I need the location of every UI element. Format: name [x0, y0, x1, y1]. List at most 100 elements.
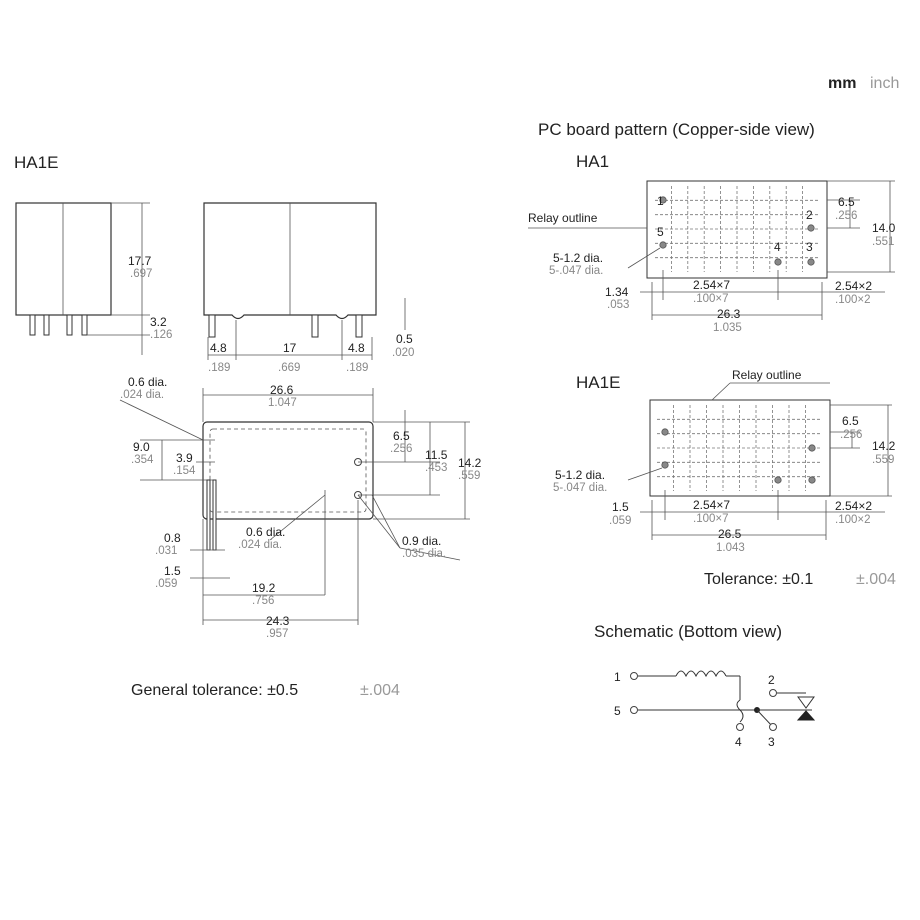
ha1-pitch-in: .100×7 [693, 293, 729, 305]
units-legend: mm inch [828, 75, 899, 92]
ha1e-pitch-mm: 2.54×7 [693, 498, 730, 512]
ha1-pin-2: 2 [806, 208, 813, 222]
dim-width-in: 1.047 [268, 397, 297, 409]
dim-height-mm: 17.7 [128, 254, 152, 268]
dim-hole06b-in: .024 dia. [238, 539, 282, 551]
dim-d192-mm: 19.2 [252, 581, 276, 595]
ha1-x134-in: .053 [607, 299, 629, 311]
dim-width-mm: 26.6 [270, 383, 294, 397]
dim-a-in: .189 [208, 362, 230, 374]
unit-mm: mm [828, 75, 856, 92]
ha1e-pitch2-in: .100×2 [835, 514, 871, 526]
left-title: HA1E [14, 153, 58, 172]
diode-icon [797, 696, 815, 709]
dim-height-in: .697 [130, 268, 152, 280]
dim-t-in: .020 [392, 347, 414, 359]
ha1e-x15-mm: 1.5 [612, 500, 629, 514]
dim-c-in: .189 [346, 362, 368, 374]
pcb-title: PC board pattern (Copper-side view) [538, 120, 815, 139]
ha1-h140-mm: 14.0 [872, 221, 896, 235]
sch-pin-3: 3 [768, 735, 775, 749]
dim-hole06-in: .024 dia. [120, 389, 164, 401]
ha1-pitch2-mm: 2.54×2 [835, 279, 872, 293]
ha1-relay-outline: Relay outline [528, 211, 598, 225]
dim-p15-mm: 1.5 [164, 564, 181, 578]
general-tolerance-mm: General tolerance: ±0.5 [131, 682, 298, 699]
pcb-tolerance-inch: ±.004 [856, 571, 896, 588]
ha1-pin-4: 4 [774, 240, 781, 254]
ha1e-hole-in: 5-.047 dia. [553, 482, 607, 494]
pcb-tolerance-mm: Tolerance: ±0.1 [704, 571, 813, 588]
dim-hole09-mm: 0.9 dia. [402, 534, 441, 548]
sch-pin-5: 5 [614, 704, 621, 718]
ha1-pin-5: 5 [657, 225, 664, 239]
general-tolerance: General tolerance: ±0.5 ±.004 [131, 682, 400, 699]
coil-icon [675, 670, 727, 678]
general-tolerance-inch: ±.004 [360, 682, 400, 699]
sch-pin-2: 2 [768, 673, 775, 687]
dim-h39-in: .154 [173, 465, 196, 477]
dim-h142-mm: 14.2 [458, 456, 482, 470]
ha1-pin-1: 1 [657, 194, 664, 208]
ha1e-title: HA1E [576, 373, 620, 392]
dim-h65-mm: 6.5 [393, 429, 410, 443]
dim-d243-in: .957 [266, 628, 288, 640]
sch-pin-1: 1 [614, 670, 621, 684]
dim-h142-in: .559 [458, 470, 480, 482]
ha1-pin-3: 3 [806, 240, 813, 254]
ha1e-x15-in: .059 [609, 515, 631, 527]
ha1-pitch-mm: 2.54×7 [693, 278, 730, 292]
sch-pin-4: 4 [735, 735, 742, 749]
ha1-h140-in: .551 [872, 236, 894, 248]
arrow-icon [796, 710, 816, 721]
dim-h115-in: .453 [425, 462, 447, 474]
ha1e-h65-mm: 6.5 [842, 414, 859, 428]
dim-h90-in: .354 [131, 454, 154, 466]
dim-c-mm: 4.8 [348, 341, 365, 355]
dim-t-mm: 0.5 [396, 332, 413, 346]
ha1e-pitch-in: .100×7 [693, 513, 729, 525]
bottom-view: 0.6 dia. .024 dia. 26.6 1.047 9.0 .354 3… [119, 375, 482, 640]
dim-p15-in: .059 [155, 578, 177, 590]
dim-hole06-mm: 0.6 dia. [128, 375, 167, 389]
dim-h65-in: .256 [390, 443, 412, 455]
dim-a-mm: 4.8 [210, 341, 227, 355]
ha1e-relay-outline: Relay outline [732, 368, 802, 382]
ha1e-h65-in: .256 [840, 429, 862, 441]
ha1-x134-mm: 1.34 [605, 285, 629, 299]
ha1e-pattern: HA1E Relay outline 5-1.2 dia. 5-.047 dia… [553, 368, 896, 554]
ha1-len-mm: 26.3 [717, 307, 741, 321]
side-view: 17.7 .697 3.2 .126 [15, 202, 172, 355]
unit-inch: inch [870, 75, 899, 92]
dim-pin-mm: 3.2 [150, 315, 167, 329]
ha1-h65-mm: 6.5 [838, 195, 855, 209]
dim-d243-mm: 24.3 [266, 614, 290, 628]
ha1e-h142-mm: 14.2 [872, 439, 896, 453]
dim-p08-in: .031 [155, 545, 177, 557]
ha1e-len-mm: 26.5 [718, 527, 742, 541]
dim-h90-mm: 9.0 [133, 440, 150, 454]
dim-pin-in: .126 [150, 329, 172, 341]
dim-h115-mm: 11.5 [425, 448, 448, 462]
dim-b-mm: 17 [283, 341, 297, 355]
dim-hole09-in: .035 dia. [402, 548, 446, 560]
ha1-pitch2-in: .100×2 [835, 294, 871, 306]
dim-h39-mm: 3.9 [176, 451, 193, 465]
ha1e-pitch2-mm: 2.54×2 [835, 499, 872, 513]
ha1-h65-in: .256 [835, 210, 857, 222]
dim-hole06b-mm: 0.6 dia. [246, 525, 285, 539]
dim-p08-mm: 0.8 [164, 531, 181, 545]
ha1-title: HA1 [576, 152, 609, 171]
ha1e-len-in: 1.043 [716, 542, 745, 554]
front-view: 4.8 .189 17 .669 4.8 .189 0.5 .020 [203, 202, 414, 374]
dim-b-in: .669 [278, 362, 300, 374]
schematic-title: Schematic (Bottom view) [594, 622, 782, 641]
ha1-hole-mm: 5-1.2 dia. [553, 251, 603, 265]
ha1e-hole-mm: 5-1.2 dia. [555, 468, 605, 482]
ha1-hole-in: 5-.047 dia. [549, 265, 603, 277]
ha1-len-in: 1.035 [713, 322, 742, 334]
dim-d192-in: .756 [252, 595, 274, 607]
ha1-pattern: HA1 1 2 5 4 3 Relay outline 5-1.2 dia. 5… [528, 152, 896, 334]
ha1e-h142-in: .559 [872, 454, 894, 466]
pcb-tolerance: Tolerance: ±0.1 ±.004 [704, 571, 896, 588]
